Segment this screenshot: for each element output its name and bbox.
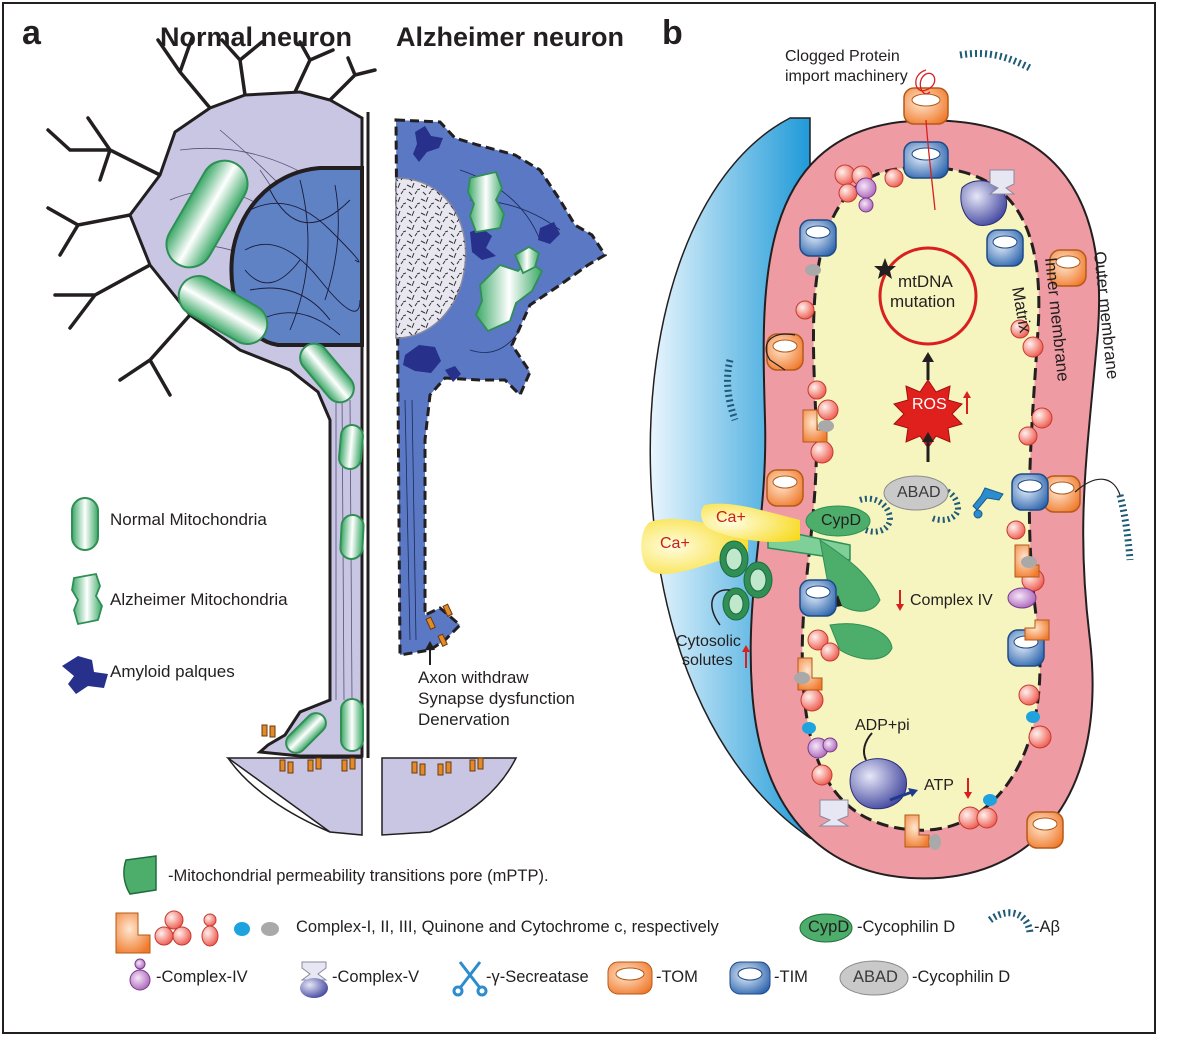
clogged-label-line1: Clogged Protein bbox=[785, 48, 900, 65]
cypd-ellipse bbox=[805, 505, 871, 537]
legend-complexes: Complex-I, II, III, Quinone and Cytochro… bbox=[296, 918, 719, 936]
normal-neuron bbox=[46, 36, 377, 836]
mutation-star-icon bbox=[874, 258, 896, 279]
cascade-arrows bbox=[922, 352, 934, 462]
ros-label: ROS bbox=[912, 396, 947, 413]
panel-a-legend-icons bbox=[62, 497, 108, 694]
effect-synapse-dysfunction: Synapse dysfunction bbox=[418, 689, 575, 708]
legend-abad-tag: ABAD bbox=[853, 968, 898, 986]
legend-complex-iv: -Complex-IV bbox=[156, 968, 248, 986]
effect-denervation: Denervation bbox=[418, 710, 510, 729]
legend-tim: -TIM bbox=[774, 968, 808, 986]
precursor-protein bbox=[915, 69, 936, 211]
figure-frame bbox=[2, 2, 1156, 1034]
amyloid-plaque-icon bbox=[62, 656, 108, 694]
gamma-secretase bbox=[972, 487, 1004, 519]
bottom-legend-icons bbox=[115, 855, 1034, 998]
complex-iii-legend-icon bbox=[201, 913, 219, 947]
complex-ii-legend-icon bbox=[154, 910, 192, 946]
clogged-label-line2: import machinery bbox=[785, 68, 908, 85]
cypd-label: CypD bbox=[821, 512, 862, 529]
calcium-label-2: Ca+ bbox=[716, 509, 746, 526]
cytochrome-c-legend-icon bbox=[261, 922, 279, 936]
abad-ellipse bbox=[883, 475, 949, 511]
effect-axon-withdraw: Axon withdraw bbox=[418, 668, 529, 687]
complex-iv-legend-icon bbox=[129, 958, 151, 991]
complex-v-shapes bbox=[818, 169, 1016, 827]
complex-v-legend-icon bbox=[300, 961, 328, 998]
mutation-label: mutation bbox=[890, 292, 956, 311]
panel-a-letter: a bbox=[22, 14, 41, 52]
legend-tom: -TOM bbox=[656, 968, 698, 986]
axon-withdraw-arrow bbox=[425, 641, 435, 665]
legend-complex-v: -Complex-V bbox=[332, 968, 420, 986]
legend-abad-desc: -Cycophilin D bbox=[912, 968, 1011, 986]
legend-alzheimer-mitochondria: Alzheimer Mitochondria bbox=[110, 590, 288, 609]
mptp-channel bbox=[767, 527, 893, 660]
tom-complexes bbox=[766, 87, 1087, 849]
cypd-legend-icon bbox=[799, 913, 853, 943]
legend-abeta: -Aβ bbox=[1034, 918, 1060, 936]
atp-label: ATP bbox=[924, 777, 954, 794]
normal-mitochondria-icon bbox=[71, 497, 99, 551]
solutes-label: solutes bbox=[682, 652, 733, 669]
legend-mptp: -Mitochondrial permeability transitions … bbox=[168, 867, 549, 885]
adp-arrow bbox=[863, 732, 873, 761]
complex-iv-label: Complex IV bbox=[910, 592, 993, 609]
tom-legend-icon bbox=[607, 961, 653, 995]
abad-legend-icon bbox=[839, 960, 909, 996]
secretase-legend-icon bbox=[452, 961, 488, 997]
alzheimer-neuron-title: Alzheimer neuron bbox=[396, 22, 625, 52]
tim-complexes bbox=[799, 141, 1049, 667]
mptp-rings bbox=[719, 540, 773, 621]
abeta-fibrils bbox=[724, 49, 1134, 561]
abad-label: ABAD bbox=[897, 484, 941, 501]
mtdna-label: mtDNA bbox=[898, 272, 953, 291]
alzheimer-mitochondria-icon bbox=[71, 572, 103, 626]
adp-label: ADP+pi bbox=[855, 717, 910, 734]
respiratory-complexes bbox=[795, 164, 1053, 830]
mptp-legend-icon bbox=[123, 855, 157, 895]
tim-legend-icon bbox=[729, 961, 771, 995]
cytosolic-label: Cytosolic bbox=[676, 633, 741, 650]
normal-neuron-title: Normal neuron bbox=[160, 22, 353, 52]
legend-secretase: -γ-Secreatase bbox=[486, 968, 589, 986]
legend-amyloid-plaques: Amyloid palques bbox=[110, 662, 235, 681]
legend-cypd-desc: -Cycophilin D bbox=[857, 918, 956, 936]
quinone-cytc bbox=[794, 264, 1040, 850]
complex-i-legend-icon bbox=[115, 912, 151, 954]
abeta-legend-icon bbox=[987, 909, 1034, 936]
quinone-legend-icon bbox=[234, 922, 250, 936]
mtdna-circle bbox=[878, 246, 978, 346]
complex-iv-shapes bbox=[807, 177, 1037, 759]
calcium-blob-2 bbox=[700, 503, 800, 542]
alzheimer-neuron bbox=[381, 118, 608, 836]
red-indicator-arrows bbox=[742, 391, 972, 799]
panel-b-letter: b bbox=[662, 14, 683, 52]
calcium-label-1: Ca+ bbox=[660, 535, 690, 552]
legend-normal-mitochondria: Normal Mitochondria bbox=[110, 510, 267, 529]
cytosolic-arrow bbox=[711, 589, 731, 626]
legend-cypd-tag: CypD bbox=[808, 918, 850, 936]
